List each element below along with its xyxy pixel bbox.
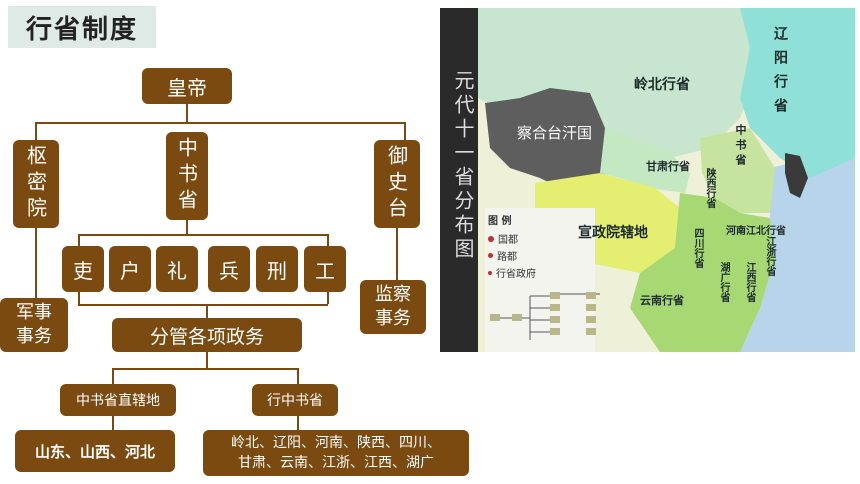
legend-label: 行省政府 bbox=[496, 269, 536, 280]
direct-list-box: 山东、山西、河北 bbox=[15, 430, 175, 472]
zhongshusheng-box: 中书省 bbox=[166, 132, 208, 220]
yushitai-box: 御史台 bbox=[374, 140, 420, 228]
emperor-box: 皇帝 bbox=[142, 68, 232, 104]
ministry-box: 礼 bbox=[156, 246, 198, 292]
page-title: 行省制度 bbox=[8, 6, 156, 48]
connector-line bbox=[186, 218, 188, 234]
legend-title: 图 例 bbox=[488, 216, 512, 227]
connector-line bbox=[78, 304, 328, 306]
map-label-xuanzheng: 宣政院辖地 bbox=[578, 225, 648, 241]
connector-line bbox=[327, 234, 329, 246]
map-label-sichuan: 四川行省 bbox=[692, 228, 703, 268]
ministry-box: 刑 bbox=[256, 246, 298, 292]
map-label-jiangzhe: 江浙行省 bbox=[764, 236, 775, 276]
capital-icon bbox=[488, 235, 494, 242]
connector-line bbox=[78, 234, 328, 236]
connector-line bbox=[206, 352, 208, 368]
connector-line bbox=[35, 122, 405, 124]
legend-item: 国都 bbox=[488, 231, 536, 246]
military-affairs-box: 军事 事务 bbox=[0, 298, 68, 352]
legend-item: 路都 bbox=[488, 248, 536, 263]
map-title: 元代十一省分布图 bbox=[451, 70, 475, 262]
connector-line bbox=[35, 122, 37, 140]
map-label-zhongshu: 中书省 bbox=[734, 124, 747, 169]
map-label-jiangxi: 江西行省 bbox=[744, 262, 755, 302]
legend-item: 行省政府 bbox=[488, 265, 536, 280]
province-seat-icon bbox=[488, 270, 492, 275]
yuan-map-image bbox=[440, 8, 855, 352]
map-label-huguang: 湖广行省 bbox=[718, 262, 729, 302]
legend-label: 路都 bbox=[497, 252, 517, 263]
legend-label: 国都 bbox=[498, 235, 518, 246]
ministry-box: 兵 bbox=[208, 246, 250, 292]
connector-line bbox=[206, 304, 208, 318]
map-label-liaoyang: 辽阳行省 bbox=[772, 26, 788, 122]
supervision-affairs-box: 监察 事务 bbox=[360, 280, 426, 334]
connector-line bbox=[78, 292, 80, 304]
ministry-box: 工 bbox=[304, 246, 346, 292]
provinces-box: 行中书省 bbox=[252, 384, 338, 416]
route-seat-icon bbox=[488, 253, 493, 258]
connector-line bbox=[404, 122, 406, 140]
ministry-box: 户 bbox=[109, 246, 151, 292]
ministry-box: 吏 bbox=[62, 246, 104, 292]
direct-area-box: 中书省直辖地 bbox=[60, 384, 176, 416]
connector-line bbox=[78, 234, 80, 246]
legend-tree-graphic bbox=[490, 292, 600, 340]
map-label-yunnan: 云南行省 bbox=[640, 294, 684, 307]
connector-line bbox=[297, 368, 299, 384]
map-label-lingbei: 岭北行省 bbox=[634, 77, 690, 93]
shumiyuan-box: 枢密院 bbox=[13, 140, 59, 228]
connector-line bbox=[112, 368, 298, 370]
connector-line bbox=[35, 226, 37, 298]
connector-line bbox=[297, 416, 299, 430]
connector-line bbox=[327, 292, 329, 304]
province-list-box: 岭北、辽阳、河南、陕西、四川、 甘肃、云南、江浙、江西、湖广 bbox=[203, 430, 469, 476]
connector-line bbox=[396, 228, 398, 280]
connector-line bbox=[186, 104, 188, 122]
connector-line bbox=[112, 368, 114, 384]
govern-box: 分管各项政务 bbox=[112, 318, 302, 352]
connector-line bbox=[112, 416, 114, 430]
map-label-henan: 河南江北行省 bbox=[726, 226, 786, 237]
map-label-gansu: 甘肃行省 bbox=[646, 160, 690, 173]
map-label-chahetai: 察合台汗国 bbox=[517, 124, 593, 142]
map-label-shaanxi: 陕西行省 bbox=[704, 168, 715, 208]
map-legend: 图 例 国都 路都 行省政府 bbox=[488, 212, 536, 280]
